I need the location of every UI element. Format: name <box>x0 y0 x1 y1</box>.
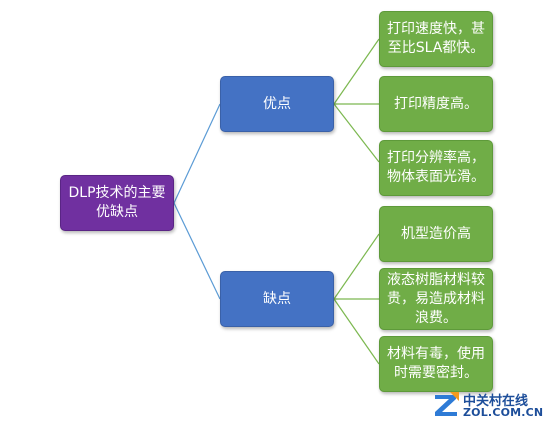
root-node: DLP技术的主要 优缺点 <box>60 175 174 231</box>
root-node-label: DLP技术的主要 优缺点 <box>68 185 166 220</box>
leaf-node-label: 液态树脂材料较 贵，易造成材料 浪费。 <box>387 271 485 326</box>
leaf-node-label: 机型造价高 <box>401 225 471 242</box>
connector-advantages-leaf-3 <box>333 103 380 163</box>
leaf-node-label: 打印分辨率高， 物体表面光滑。 <box>387 150 485 185</box>
connector-disadvantages-leaf-1 <box>333 233 380 300</box>
connector-disadvantages-leaf-3 <box>333 298 380 365</box>
leaf-node-label: 材料有毒，使用 时需要密封。 <box>387 346 485 381</box>
branch-node-disadvantages: 缺点 <box>220 271 334 327</box>
branch-node-advantages: 优点 <box>220 76 334 132</box>
watermark: 中关村在线 ZOL.COM.CN <box>431 388 543 422</box>
branch-node-advantages-label: 优点 <box>263 95 291 112</box>
leaf-node-print-resolution: 打印分辨率高， 物体表面光滑。 <box>379 140 493 196</box>
zol-z-logo-icon <box>435 392 459 416</box>
leaf-node-label: 打印精度高。 <box>394 95 478 112</box>
leaf-node-resin-cost: 液态树脂材料较 贵，易造成材料 浪费。 <box>379 268 493 330</box>
connector-root-disadvantages <box>173 202 221 300</box>
watermark-name-cn: 中关村在线 <box>463 394 529 409</box>
connector-advantages-leaf-1 <box>333 38 380 105</box>
watermark-name-en: ZOL.COM.CN <box>463 406 544 419</box>
leaf-node-print-speed: 打印速度快，甚 至比SLA都快。 <box>379 11 493 67</box>
leaf-node-toxic-material: 材料有毒，使用 时需要密封。 <box>379 336 493 392</box>
connector-root-advantages <box>173 103 221 204</box>
leaf-node-label: 打印速度快，甚 至比SLA都快。 <box>387 21 485 56</box>
leaf-node-print-precision: 打印精度高。 <box>379 76 493 132</box>
branch-node-disadvantages-label: 缺点 <box>263 290 291 307</box>
leaf-node-machine-cost: 机型造价高 <box>379 206 493 262</box>
